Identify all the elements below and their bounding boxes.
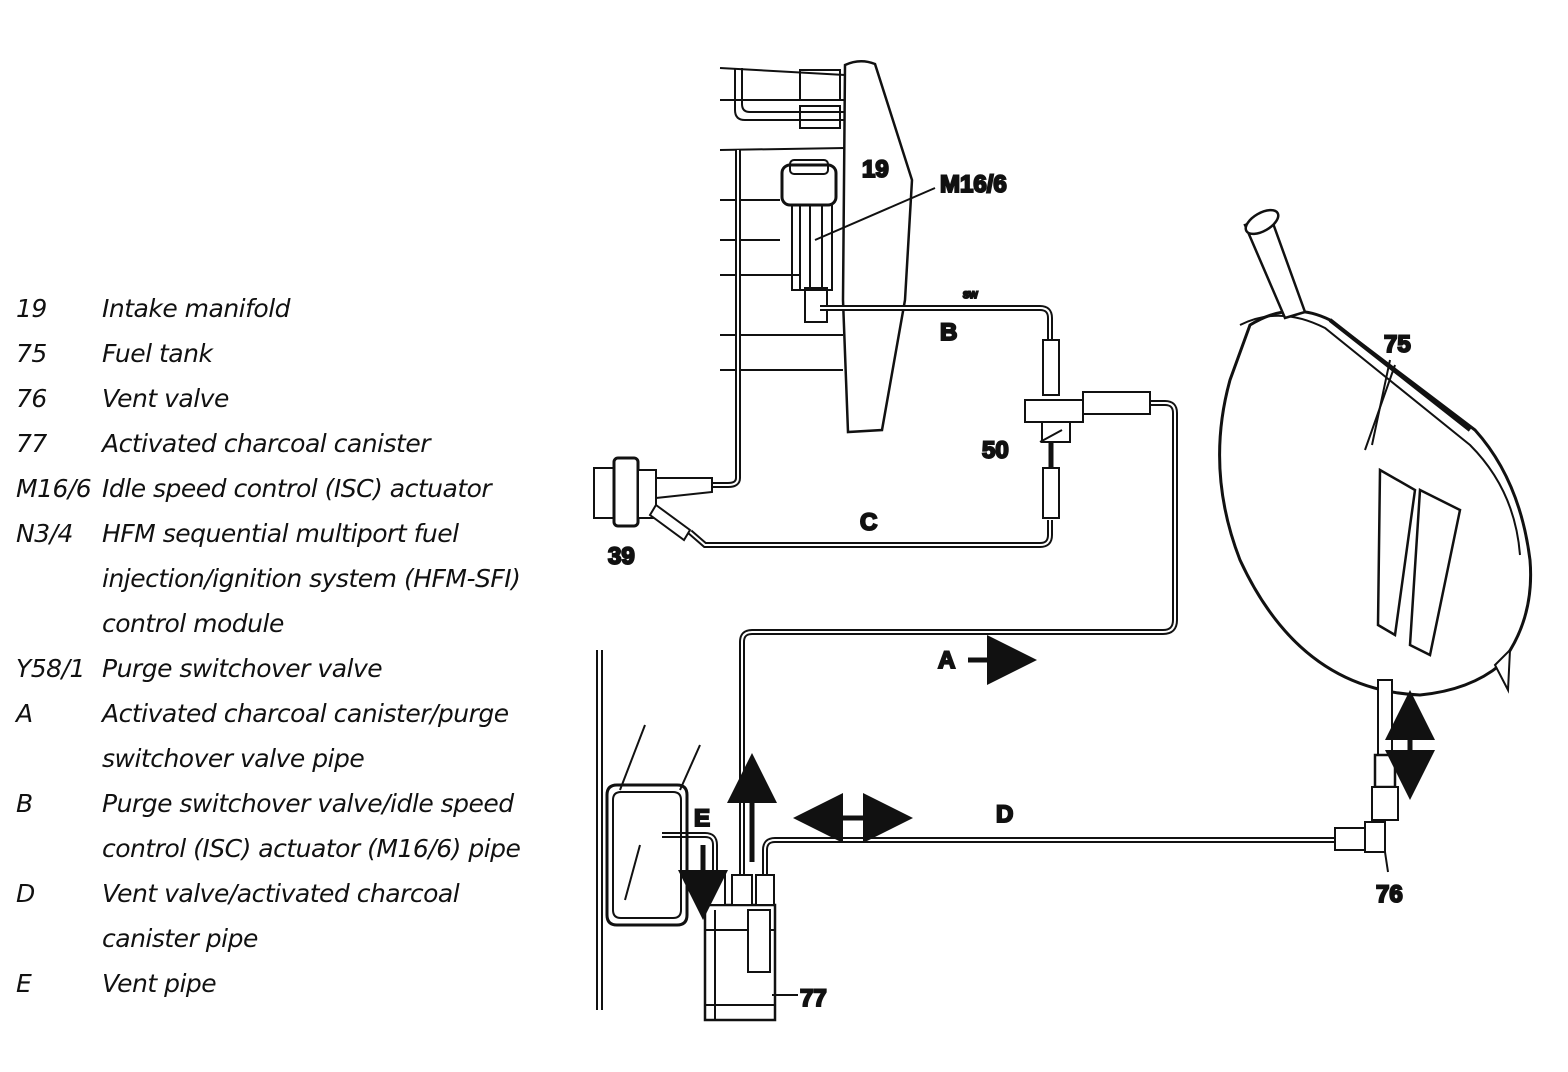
leader-75 (1371, 359, 1391, 446)
legend-code: 19 (16, 294, 47, 323)
label-d: D (996, 801, 1013, 828)
legend-code: D (16, 879, 35, 908)
charcoal-canister (703, 874, 798, 1022)
pipe-d (762, 837, 1335, 875)
legend-code: 76 (16, 384, 47, 413)
fuel-tank (1218, 208, 1533, 697)
label-19: 19 (862, 156, 889, 183)
legend-text: Intake manifold (102, 294, 291, 323)
legend-text: control (ISC) actuator (M16/6) pipe (102, 834, 521, 863)
legend-text: switchover valve pipe (102, 744, 365, 773)
legend-item-d: D Vent valve/activated charcoal canister… (16, 871, 516, 961)
legend-item-a: A Activated charcoal canister/purge swit… (16, 691, 516, 781)
label-39: 39 (608, 543, 635, 570)
label-a: A (938, 647, 955, 674)
throttle-connector (593, 456, 713, 542)
label-75: 75 (1384, 331, 1411, 358)
isc-actuator (780, 159, 838, 323)
legend-code: N3/4 (16, 519, 73, 548)
legend-item-75: 75 Fuel tank (16, 331, 516, 376)
legend-code: 77 (16, 429, 47, 458)
label-50: 50 (982, 437, 1009, 464)
label-e: E (694, 805, 710, 832)
legend-text: HFM sequential multiport fuel (102, 519, 459, 548)
legend-code: M16/6 (16, 474, 92, 503)
label-76: 76 (1376, 881, 1403, 908)
legend-text: Vent valve (102, 384, 229, 413)
leader-m16-6 (814, 187, 936, 241)
legend-text: Purge switchover valve (102, 654, 383, 683)
legend-item-19: 19 Intake manifold (16, 286, 516, 331)
legend-code: Y58/1 (16, 654, 85, 683)
legend-code: E (16, 969, 32, 998)
legend-text: Vent valve/activated charcoal (102, 879, 460, 908)
legend: 19 Intake manifold 75 Fuel tank 76 Vent … (16, 286, 521, 1006)
body-outline (596, 650, 701, 1010)
label-77: 77 (800, 985, 827, 1012)
label-m16-6: M16/6 (940, 171, 1007, 198)
legend-text: injection/ignition system (HFM-SFI) (102, 564, 521, 593)
label-c: C (860, 509, 877, 536)
legend-item-m16-6: M16/6 Idle speed control (ISC) actuator (16, 466, 516, 511)
label-sw: sw (963, 287, 978, 301)
legend-item-e: E Vent pipe (16, 961, 516, 1006)
legend-text: control module (102, 609, 284, 638)
flow-arrows (678, 635, 1435, 920)
legend-item-76: 76 Vent valve (16, 376, 516, 421)
legend-item-77: 77 Activated charcoal canister (16, 421, 516, 466)
legend-code: A (16, 699, 33, 728)
legend-text: Activated charcoal canister (102, 429, 431, 458)
legend-item-n3-4: N3/4 HFM sequential multiport fuel injec… (16, 511, 521, 646)
intake-manifold (719, 60, 914, 434)
legend-item-b: B Purge switchover valve/idle speed cont… (16, 781, 521, 871)
pipe-a (739, 400, 1178, 875)
legend-text: Vent pipe (102, 969, 217, 998)
legend-code: B (16, 789, 33, 818)
legend-text: Activated charcoal canister/purge (102, 699, 509, 728)
legend-text: Idle speed control (ISC) actuator (102, 474, 492, 503)
label-b: B (940, 319, 957, 346)
legend-text: Purge switchover valve/idle speed (102, 789, 514, 818)
legend-text: Fuel tank (102, 339, 213, 368)
vent-valve (1334, 679, 1399, 873)
legend-text: canister pipe (102, 924, 258, 953)
purge-switchover-valve (1024, 339, 1151, 519)
legend-code: 75 (16, 339, 47, 368)
legend-item-y58-1: Y58/1 Purge switchover valve (16, 646, 516, 691)
